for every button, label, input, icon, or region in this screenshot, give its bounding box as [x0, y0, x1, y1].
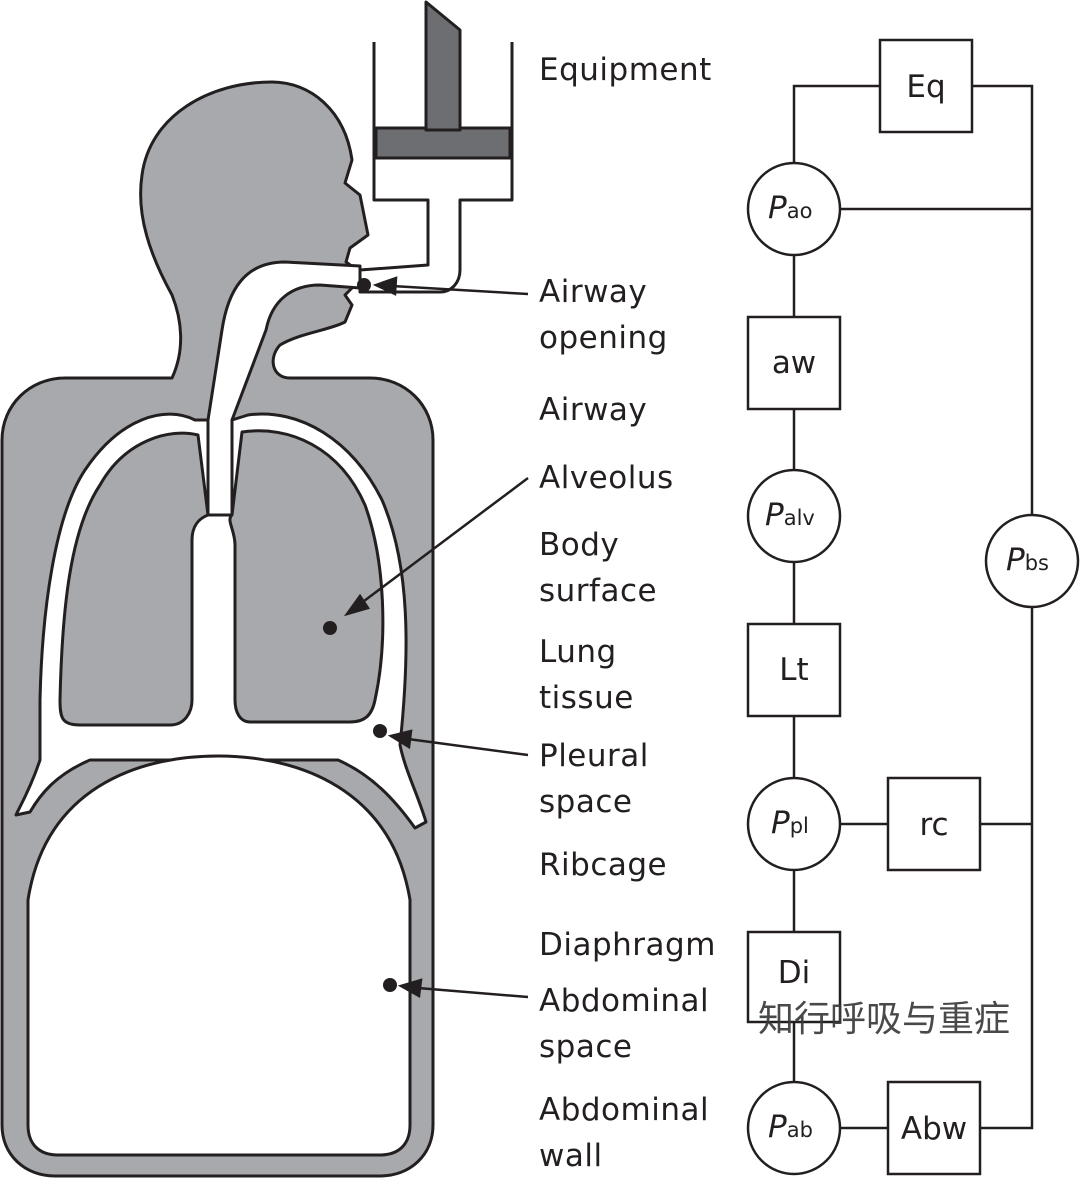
point-alveolus — [323, 621, 337, 635]
syringe-plunger-rod — [424, 0, 462, 132]
box-eq — [878, 38, 974, 134]
box-aw-label: aw — [772, 345, 816, 381]
circuit-boxes — [746, 38, 982, 1176]
arrow-pleural-space — [407, 737, 529, 757]
arrowhead-airway-opening — [372, 276, 398, 296]
label-equipment: Equipment — [539, 52, 712, 88]
point-abdominal-space — [383, 978, 397, 992]
label-ribcage: Ribcage — [539, 847, 668, 883]
circuit-wires — [792, 84, 1034, 1130]
box-lt-label: Lt — [779, 652, 808, 688]
pressure-node-labels: Pao Palv Ppl Pab Pbs — [765, 190, 1049, 1145]
wire-abw-bs — [980, 607, 1034, 1130]
box-aw — [746, 315, 842, 411]
label-abdominal-space: Abdominal space — [539, 983, 710, 1065]
box-rc-label: rc — [919, 807, 948, 843]
label-alveolus: Alveolus — [539, 460, 674, 496]
abdominal-space — [26, 754, 412, 1157]
point-airway-opening — [357, 278, 371, 292]
abdomen — [26, 754, 412, 1157]
box-rc — [886, 776, 982, 872]
pointer-arrows — [343, 276, 529, 999]
box-abw — [886, 1080, 982, 1176]
box-lt — [746, 622, 842, 718]
measurement-points — [323, 278, 397, 992]
equipment-syringe — [358, 0, 514, 294]
node-pab-label: Pab — [768, 1109, 813, 1145]
watermark-text: 知行呼吸与重症 — [758, 999, 1011, 1040]
wire-eq-loop — [792, 84, 880, 165]
box-eq-label: Eq — [906, 69, 945, 105]
node-pbs — [984, 513, 1080, 609]
arrow-alveolus — [359, 477, 529, 605]
box-abw-label: Abw — [901, 1111, 967, 1147]
label-airway: Airway — [539, 392, 648, 428]
arrow-abdominal-space — [417, 986, 529, 999]
box-di — [746, 930, 842, 1024]
node-palv — [746, 468, 842, 564]
node-pao-label: Pao — [768, 190, 812, 226]
syringe-plunger-head — [374, 126, 512, 160]
node-palv-label: Palv — [765, 497, 815, 533]
arrowhead-pleural-space — [387, 729, 413, 750]
label-lung-tissue: Lung tissue — [539, 634, 634, 716]
label-diaphragm: Diaphragm — [539, 927, 716, 963]
arrow-airway-opening — [391, 284, 529, 296]
node-ppl — [746, 776, 842, 872]
node-pao — [746, 161, 842, 257]
arrowhead-alveolus — [343, 593, 370, 617]
node-pab — [746, 1080, 842, 1176]
node-ppl-label: Ppl — [771, 805, 809, 841]
left-lung — [58, 431, 210, 727]
label-body-surface: Body surface — [539, 527, 658, 609]
right-lung — [228, 429, 385, 724]
lungs — [14, 412, 428, 830]
circuit-box-labels: Eq aw Lt rc Di Abw — [772, 69, 967, 1147]
pressure-nodes — [746, 161, 1080, 1176]
wire-eq-right — [972, 84, 1034, 515]
label-abdominal-wall: Abdominal wall — [539, 1092, 710, 1174]
point-pleural-space — [373, 724, 387, 738]
box-di-label: Di — [778, 955, 810, 991]
label-pleural-space: Pleural space — [539, 738, 649, 820]
label-airway-opening: Airway opening — [539, 274, 668, 356]
arrowhead-abdominal-space — [397, 978, 423, 998]
node-pbs-label: Pbs — [1006, 542, 1049, 578]
